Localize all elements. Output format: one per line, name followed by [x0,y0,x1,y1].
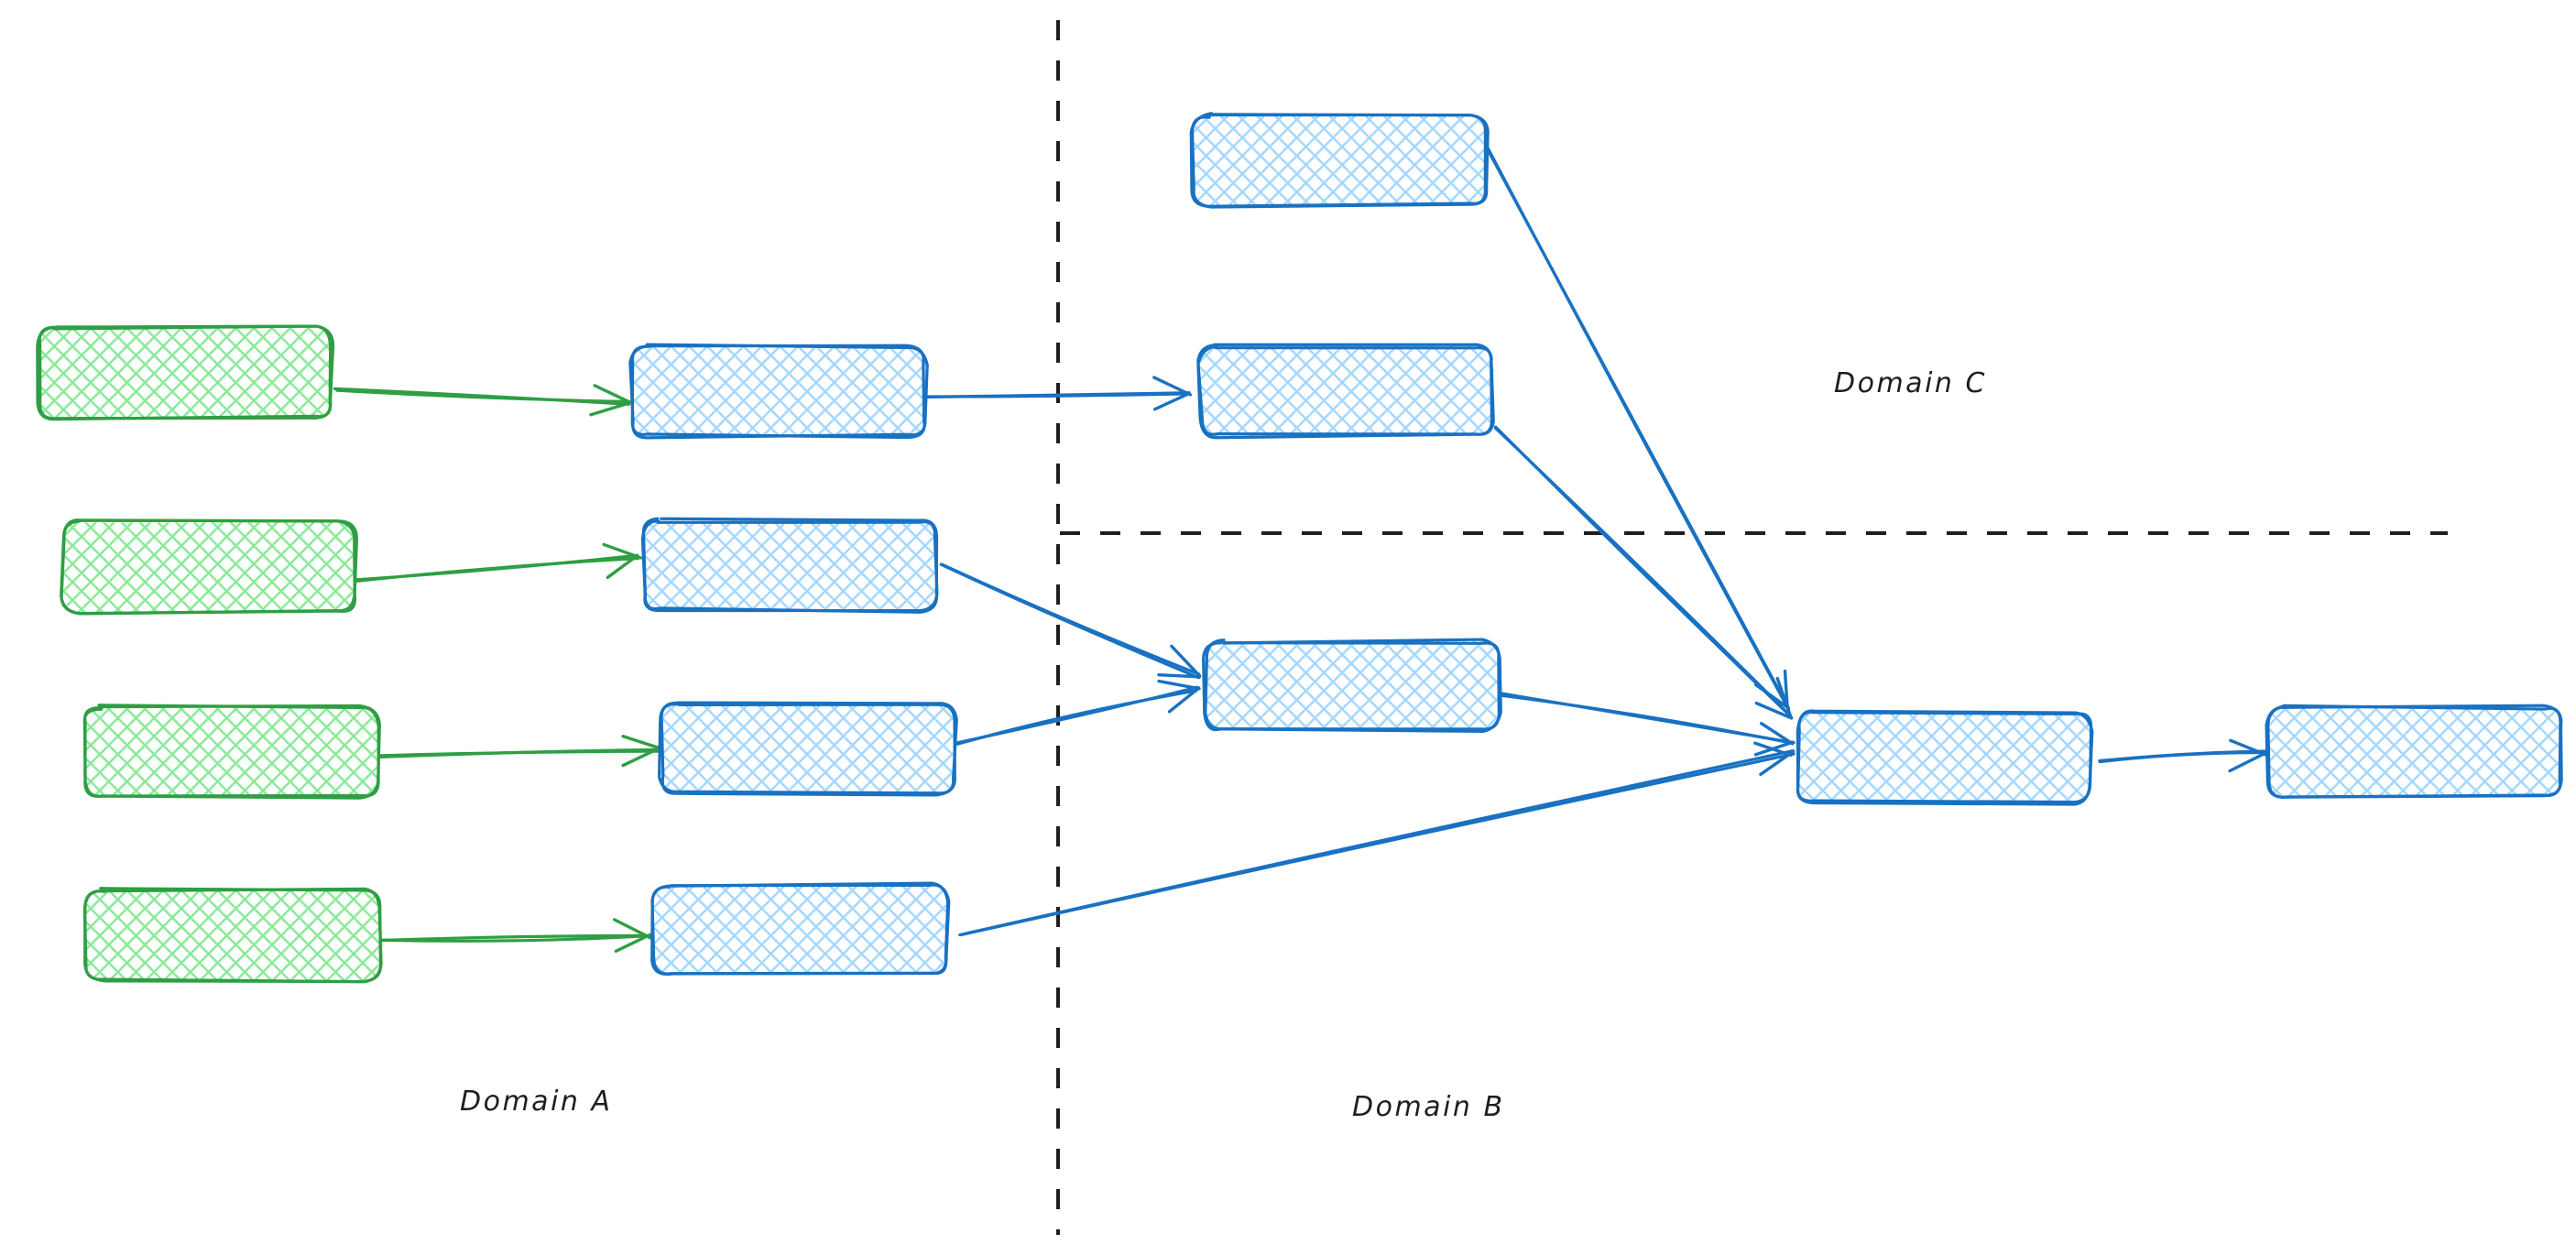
node-b3[interactable] [658,701,958,797]
edge-a4-b4 [378,918,654,954]
node-a4[interactable] [82,887,383,984]
edge-a1-b1 [333,384,632,417]
label-layer: Domain A Domain B Domain C [460,367,1987,1123]
node-layer [36,112,2563,984]
domain-a-label: Domain A [460,1086,612,1118]
edge-c2-hub [1493,425,1794,720]
node-c1[interactable] [1189,112,1490,209]
edge-b2-c3 [939,562,1202,680]
edge-b1-c2 [925,376,1193,411]
node-a2[interactable] [60,518,358,616]
domain-c-label: Domain C [1834,367,1987,399]
edge-b4-hub [958,741,1796,937]
node-hub[interactable] [1796,709,2094,806]
domain-b-label: Domain B [1352,1091,1505,1123]
node-a1[interactable] [36,324,335,421]
node-out[interactable] [2265,704,2563,799]
node-b2[interactable] [640,517,939,614]
edge-b3-c3 [955,679,1201,746]
edge-a3-b3 [377,735,661,768]
edge-layer [333,143,2268,954]
node-b1[interactable] [628,343,929,440]
node-c3[interactable] [1202,638,1502,733]
node-b4[interactable] [650,881,951,977]
edge-c3-hub [1499,692,1796,757]
edge-c1-hub [1484,143,1791,710]
edge-a2-b2 [355,542,643,583]
edge-hub-out [2098,738,2268,773]
divider-layer [1056,20,2448,1235]
node-a3[interactable] [82,704,381,800]
node-c2[interactable] [1196,343,1495,440]
